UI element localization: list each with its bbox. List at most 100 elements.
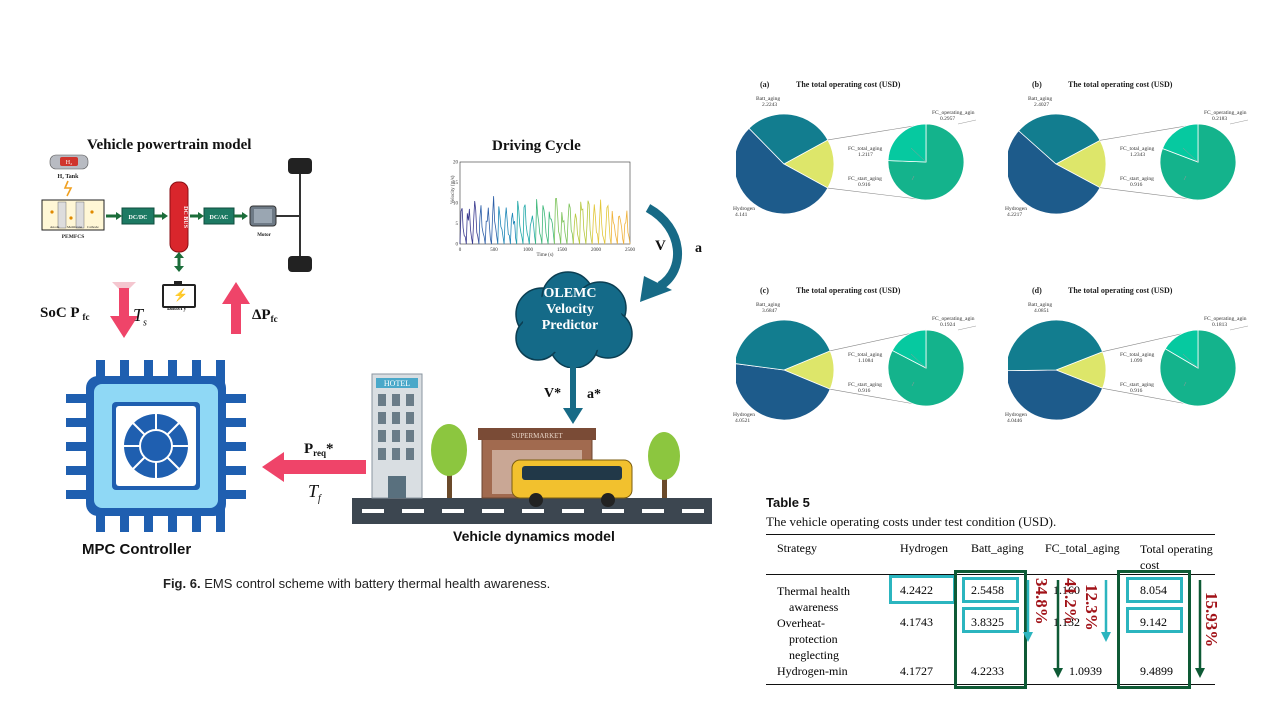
preq-arrow [262,452,366,482]
preq-label: Preq* [304,441,334,458]
v-label: V [655,238,666,254]
highlight-box [1126,577,1183,603]
svg-text:Cathode: Cathode [87,225,99,229]
x-tick: 0 [459,248,462,253]
velocity-segment [459,200,480,245]
cell-total: 9.4899 [1140,664,1173,678]
dc-xlabel: Time (s) [537,253,554,258]
pct-label: 41.2% [1061,578,1080,625]
wheel-icon [288,158,312,174]
driving-cycle-title: Driving Cycle [492,138,581,154]
pie-slice-batt [736,319,831,371]
pie-title: The total operating cost (USD) [1068,80,1173,89]
cell-fc: 1.132 [1053,615,1080,629]
subpie-slice-operating [1164,329,1199,369]
up-arrow [222,282,250,334]
tf-label: Tf [308,481,321,505]
pie-chart: (c) The total operating cost (USD) Batt_ag… [733,282,996,462]
y-tick: 15 [453,181,459,186]
x-tick: 1000 [523,248,534,253]
pie-slice-hydrogen [736,127,829,215]
highlight-box [962,577,1019,603]
pie-slice-batt [1008,319,1104,372]
y-tick: 20 [453,161,459,166]
subpie-slice-operating [887,123,927,163]
cell-total: 8.054 [1140,583,1167,597]
velocity-segment [554,198,574,245]
mpc-chip-icon [66,360,246,532]
y-tick: 5 [456,222,459,227]
x-tick: 2000 [591,248,602,253]
svg-text:HOTEL: HOTEL [384,379,410,388]
svg-text:Anode: Anode [50,225,60,229]
svg-text:SUPERMARKET: SUPERMARKET [511,432,563,440]
powertrain-title: Vehicle powertrain model [87,137,252,153]
battery-label: Battery [167,306,187,312]
vstar-label: V* [544,386,562,401]
cell-batt: 4.2233 [971,664,1004,678]
highlight-box [889,575,956,604]
pie-slice-batt [748,113,829,165]
table-row: Hydrogen-min [777,664,848,678]
table-title: Table 5 [766,495,810,510]
highlight-box [962,607,1019,633]
svg-text:Membrane: Membrane [67,225,83,229]
mpc-label: MPC Controller [82,541,192,558]
subpie-slice-start [1159,329,1237,407]
highlight-box [954,570,1027,689]
cell-fc: 1.160 [1053,583,1080,597]
pie-letter: (d) [1032,286,1042,295]
header-fc: FC_total_aging [1045,541,1120,555]
x-tick: 1500 [557,248,568,253]
subpie-slice-operating [891,329,927,369]
velocity-segment [478,196,499,245]
cell-fc: 1.0939 [1069,664,1102,678]
cell-hydrogen: 4.1727 [900,664,933,678]
pie-slice-fc-total [1055,139,1107,189]
table-arrows [1023,580,1205,678]
pct-label: 34.8% [1032,578,1051,625]
h2-tank-label: H₂ Tank [58,174,80,180]
pie-title: The total operating cost (USD) [796,286,901,295]
curved-arrow [640,204,683,302]
velocity-segment [591,199,612,245]
predictor-arrow [563,366,583,424]
cell-batt: 3.8325 [971,615,1004,629]
pie-slice-batt [1018,113,1101,165]
dynamics-label: Vehicle dynamics model [453,528,615,544]
city-scene: HOTEL SUPERMARKET [352,373,712,524]
soc-label: SoC P fc [40,305,90,322]
velocity-segment [610,210,631,245]
cell-hydrogen: 4.1743 [900,615,933,629]
y-tick: 10 [453,202,459,207]
velocity-segment [572,200,593,245]
highlight-box [1126,607,1183,633]
pemfcs-label: PEMFCS [62,234,85,240]
pie-letter: (b) [1032,80,1042,89]
pie-title: The total operating cost (USD) [1068,286,1173,295]
header-strategy: Strategy [777,541,817,555]
cell-hydrogen: 4.2422 [900,583,933,597]
cell-total: 9.142 [1140,615,1167,629]
pie-slice-fc-total [783,139,835,189]
pie-slice-hydrogen [1008,369,1104,421]
pie-letter: (c) [760,286,769,295]
